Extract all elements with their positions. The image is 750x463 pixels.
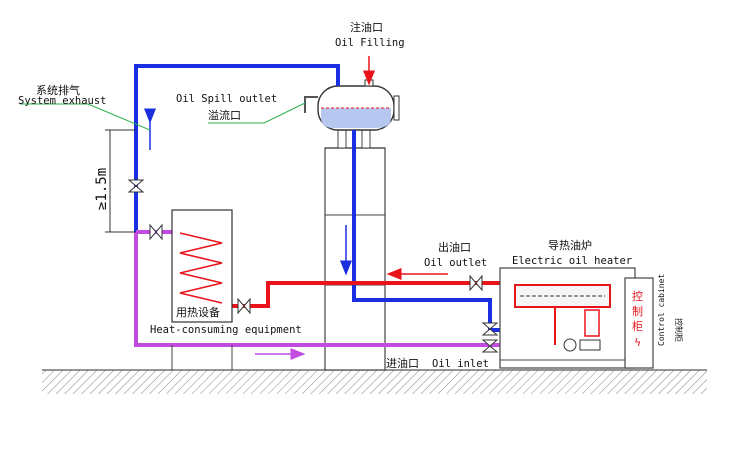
valve	[127, 179, 499, 353]
ground	[42, 369, 707, 394]
cabinet-bolt-icon: ϟ	[634, 336, 641, 349]
spill-outlet-leader	[208, 102, 306, 124]
oil-spill-outlet-label-cn: 溢流口	[208, 108, 241, 122]
control-cabinet-label-en: Control cabinet	[657, 274, 666, 346]
oil-outlet-label-cn: 出油口	[438, 240, 471, 254]
electric-oil-heater	[499, 267, 636, 369]
oil-inlet-label-cn: 进油口	[386, 356, 419, 370]
heat-consuming-label-en: Heat-consuming equipment	[150, 324, 302, 336]
oil-filling-label-en: Oil Filling	[335, 37, 405, 49]
control-cabinet	[624, 277, 654, 369]
oil-filling-label-cn: 注油口	[350, 20, 383, 34]
cabinet-char-1: 控	[632, 289, 643, 303]
system-exhaust-label-cn: 系统排气	[36, 83, 80, 97]
heater-label-cn: 导热油炉	[548, 238, 592, 252]
spill-outlet-pipe	[304, 96, 318, 113]
height-dimension	[105, 129, 136, 233]
cabinet-char-3: 柜	[632, 320, 643, 333]
oil-spill-outlet-label-en: Oil Spill outlet	[176, 93, 277, 105]
oil-outlet-label-en: Oil outlet	[424, 257, 487, 269]
purple-return-pipe	[134, 232, 510, 347]
system-exhaust-leader	[20, 103, 151, 131]
control-cabinet-label-cn: 控制柜	[674, 318, 684, 342]
system-exhaust-label-en: System exhaust	[18, 95, 107, 107]
heat-consuming-equipment	[171, 209, 233, 370]
blue-supply-pipe	[352, 130, 500, 332]
blue-return-pipe	[134, 64, 340, 232]
heat-consuming-label-cn: 用热设备	[176, 305, 220, 319]
heater-label-en: Electric oil heater	[512, 255, 632, 267]
height-dimension-label: ≥1.5m	[94, 168, 110, 210]
expansion-tank	[317, 79, 400, 149]
oil-inlet-label-en: Oil inlet	[432, 358, 489, 370]
cabinet-char-2: 制	[632, 305, 643, 318]
